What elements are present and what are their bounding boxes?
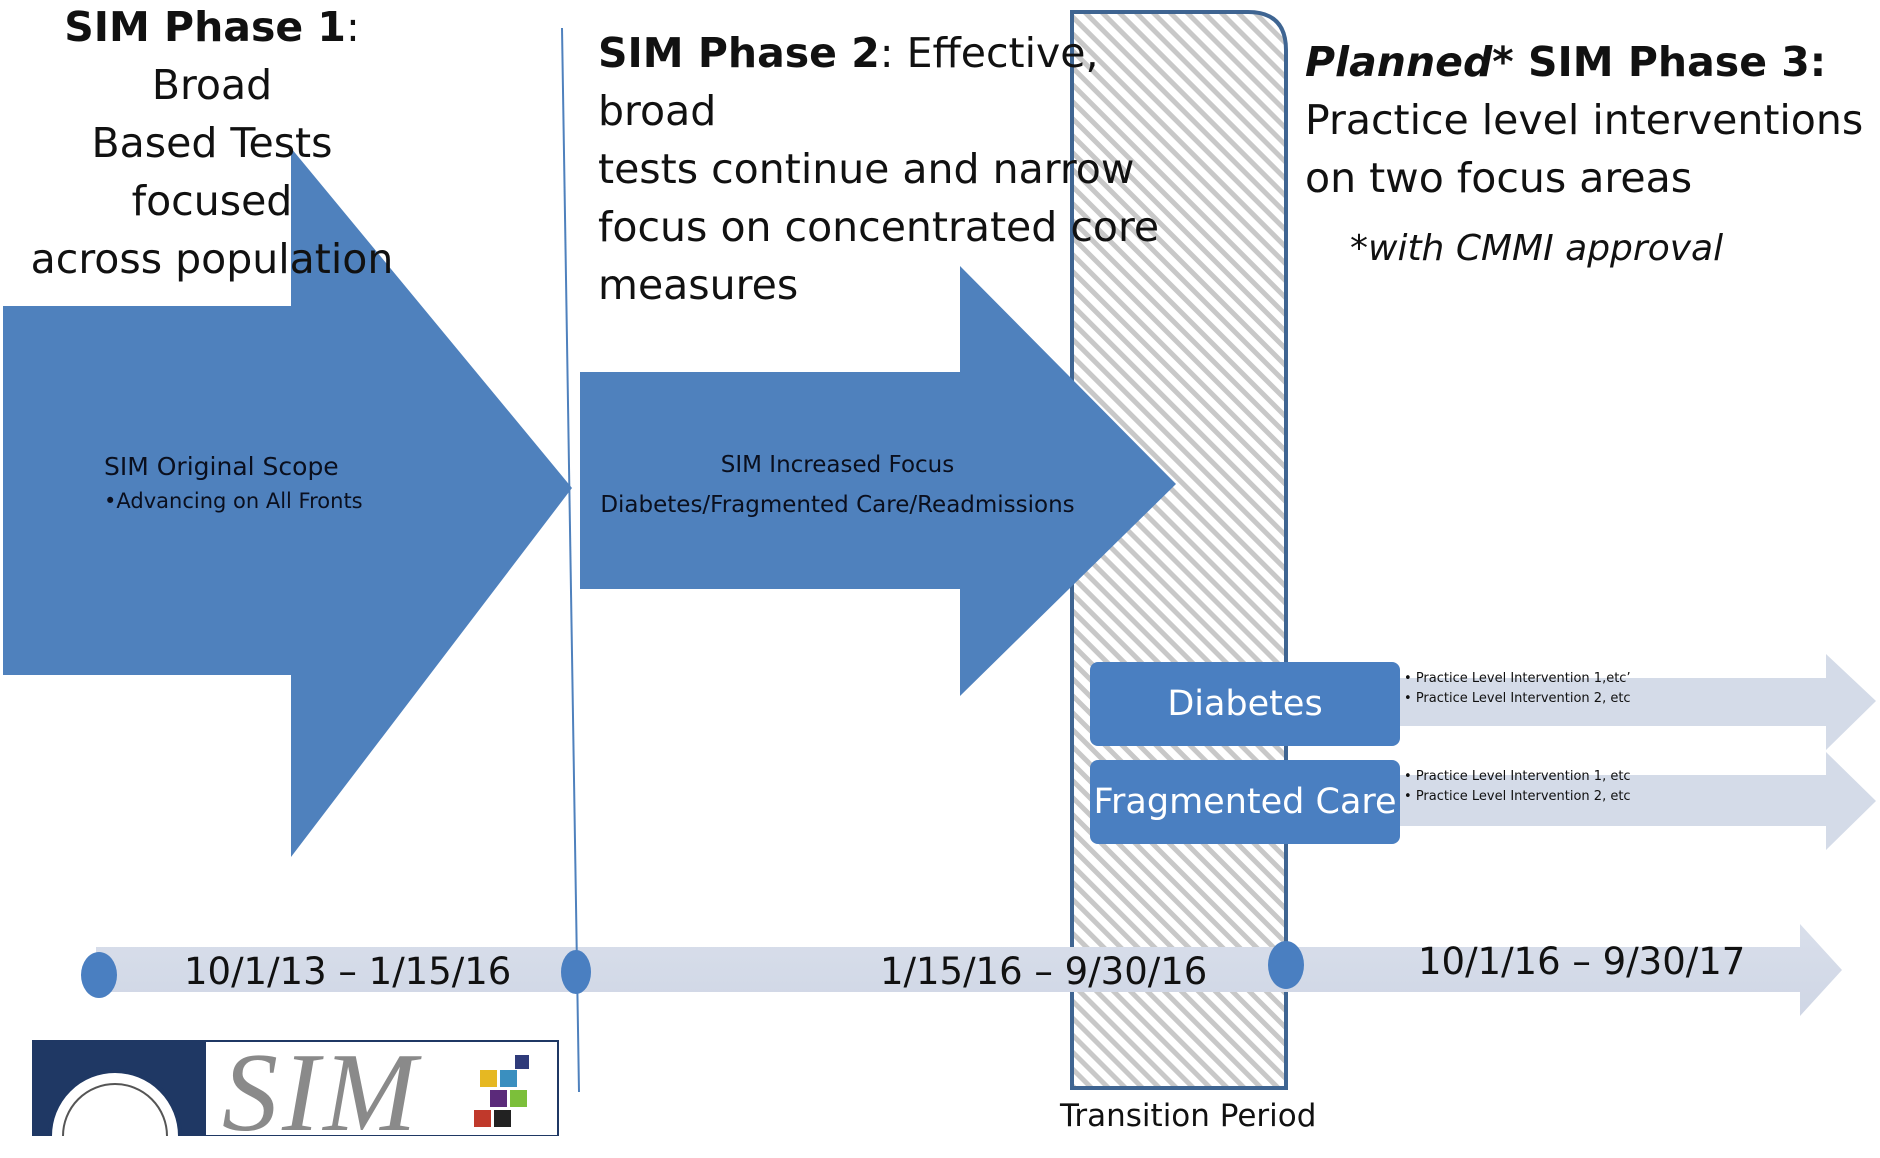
phase2-arrow: [580, 266, 1176, 696]
phase-divider-line: [561, 27, 580, 1093]
phase3-line2: Practice level interventions: [1305, 96, 1864, 144]
logo-wordmark: SIM: [222, 1031, 421, 1155]
phase1-line2: Based Tests focused: [91, 119, 333, 225]
phase3-note: *with CMMI approval: [1350, 228, 1724, 269]
logo-tile-1: [480, 1070, 497, 1087]
logo-tile-6: [474, 1110, 491, 1127]
phase2-line2: tests continue and narrow: [598, 145, 1135, 193]
phase1-heading: SIM Phase 1: Broad Based Tests focused a…: [12, 0, 412, 288]
phase3-title-bold: SIM Phase 3:: [1513, 38, 1827, 86]
fragmented-care-bullet-2: • Practice Level Intervention 2, etc: [1404, 789, 1631, 804]
phase1-line3: across population: [30, 235, 394, 283]
timeline-range-3: 10/1/16 – 9/30/17: [1418, 940, 1746, 983]
timeline-marker-phase2: [561, 950, 591, 994]
fragmented-care-bullet-1: • Practice Level Intervention 1, etc: [1404, 769, 1631, 784]
timeline-range-2: 1/15/16 – 9/30/16: [880, 950, 1208, 993]
diabetes-pill-bg: [1090, 662, 1400, 746]
timeline-marker-phase3: [1268, 941, 1304, 989]
arrow1-title: SIM Original Scope: [104, 452, 339, 481]
diabetes-intervention-arrow: [1400, 654, 1876, 750]
phase2-title-bold: SIM Phase 2: [598, 29, 880, 77]
timeline-marker-start: [81, 952, 117, 998]
phase2-line3: focus on concentrated core: [598, 203, 1160, 251]
timeline-band: [96, 924, 1842, 1016]
logo-tile-3: [515, 1055, 529, 1069]
fragmented-care-pill: Fragmented Care: [1093, 782, 1397, 822]
diabetes-bullet-2: • Practice Level Intervention 2, etc: [1404, 691, 1631, 706]
phase3-planned: Planned*: [1305, 38, 1514, 86]
fragmented-care-pill-bg: [1090, 760, 1400, 844]
logo-seal-icon: [48, 1069, 182, 1136]
phase2-line4: measures: [598, 261, 799, 309]
logo-tile-5: [510, 1090, 527, 1107]
arrow1-bullet: •Advancing on All Fronts: [104, 489, 363, 513]
phase3-heading: Planned* SIM Phase 3: Practice level int…: [1305, 33, 1865, 207]
transition-period-label: Transition Period: [1060, 1098, 1317, 1134]
phase2-heading: SIM Phase 2: Effective, broad tests cont…: [598, 24, 1198, 314]
timeline-range-1: 10/1/13 – 1/15/16: [184, 950, 512, 993]
diabetes-bullet-1: • Practice Level Intervention 1,etc’: [1404, 671, 1631, 686]
phase1-title-rest: : Broad: [151, 3, 360, 109]
phase3-line3: on two focus areas: [1305, 154, 1693, 202]
arrow2-subtitle: Diabetes/Fragmented Care/Readmissions: [600, 492, 1075, 518]
logo-tile-2: [500, 1070, 517, 1087]
arrow2-title: SIM Increased Focus: [720, 452, 955, 478]
phase1-title-bold: SIM Phase 1: [64, 3, 346, 51]
logo-tile-4: [490, 1090, 507, 1107]
phase2-title-rest: : Effective, broad: [598, 29, 1099, 135]
diabetes-pill: Diabetes: [1167, 684, 1323, 724]
fragmented-care-intervention-arrow: [1400, 752, 1876, 850]
phase1-arrow: [3, 148, 572, 857]
logo-tile-7: [494, 1110, 511, 1127]
